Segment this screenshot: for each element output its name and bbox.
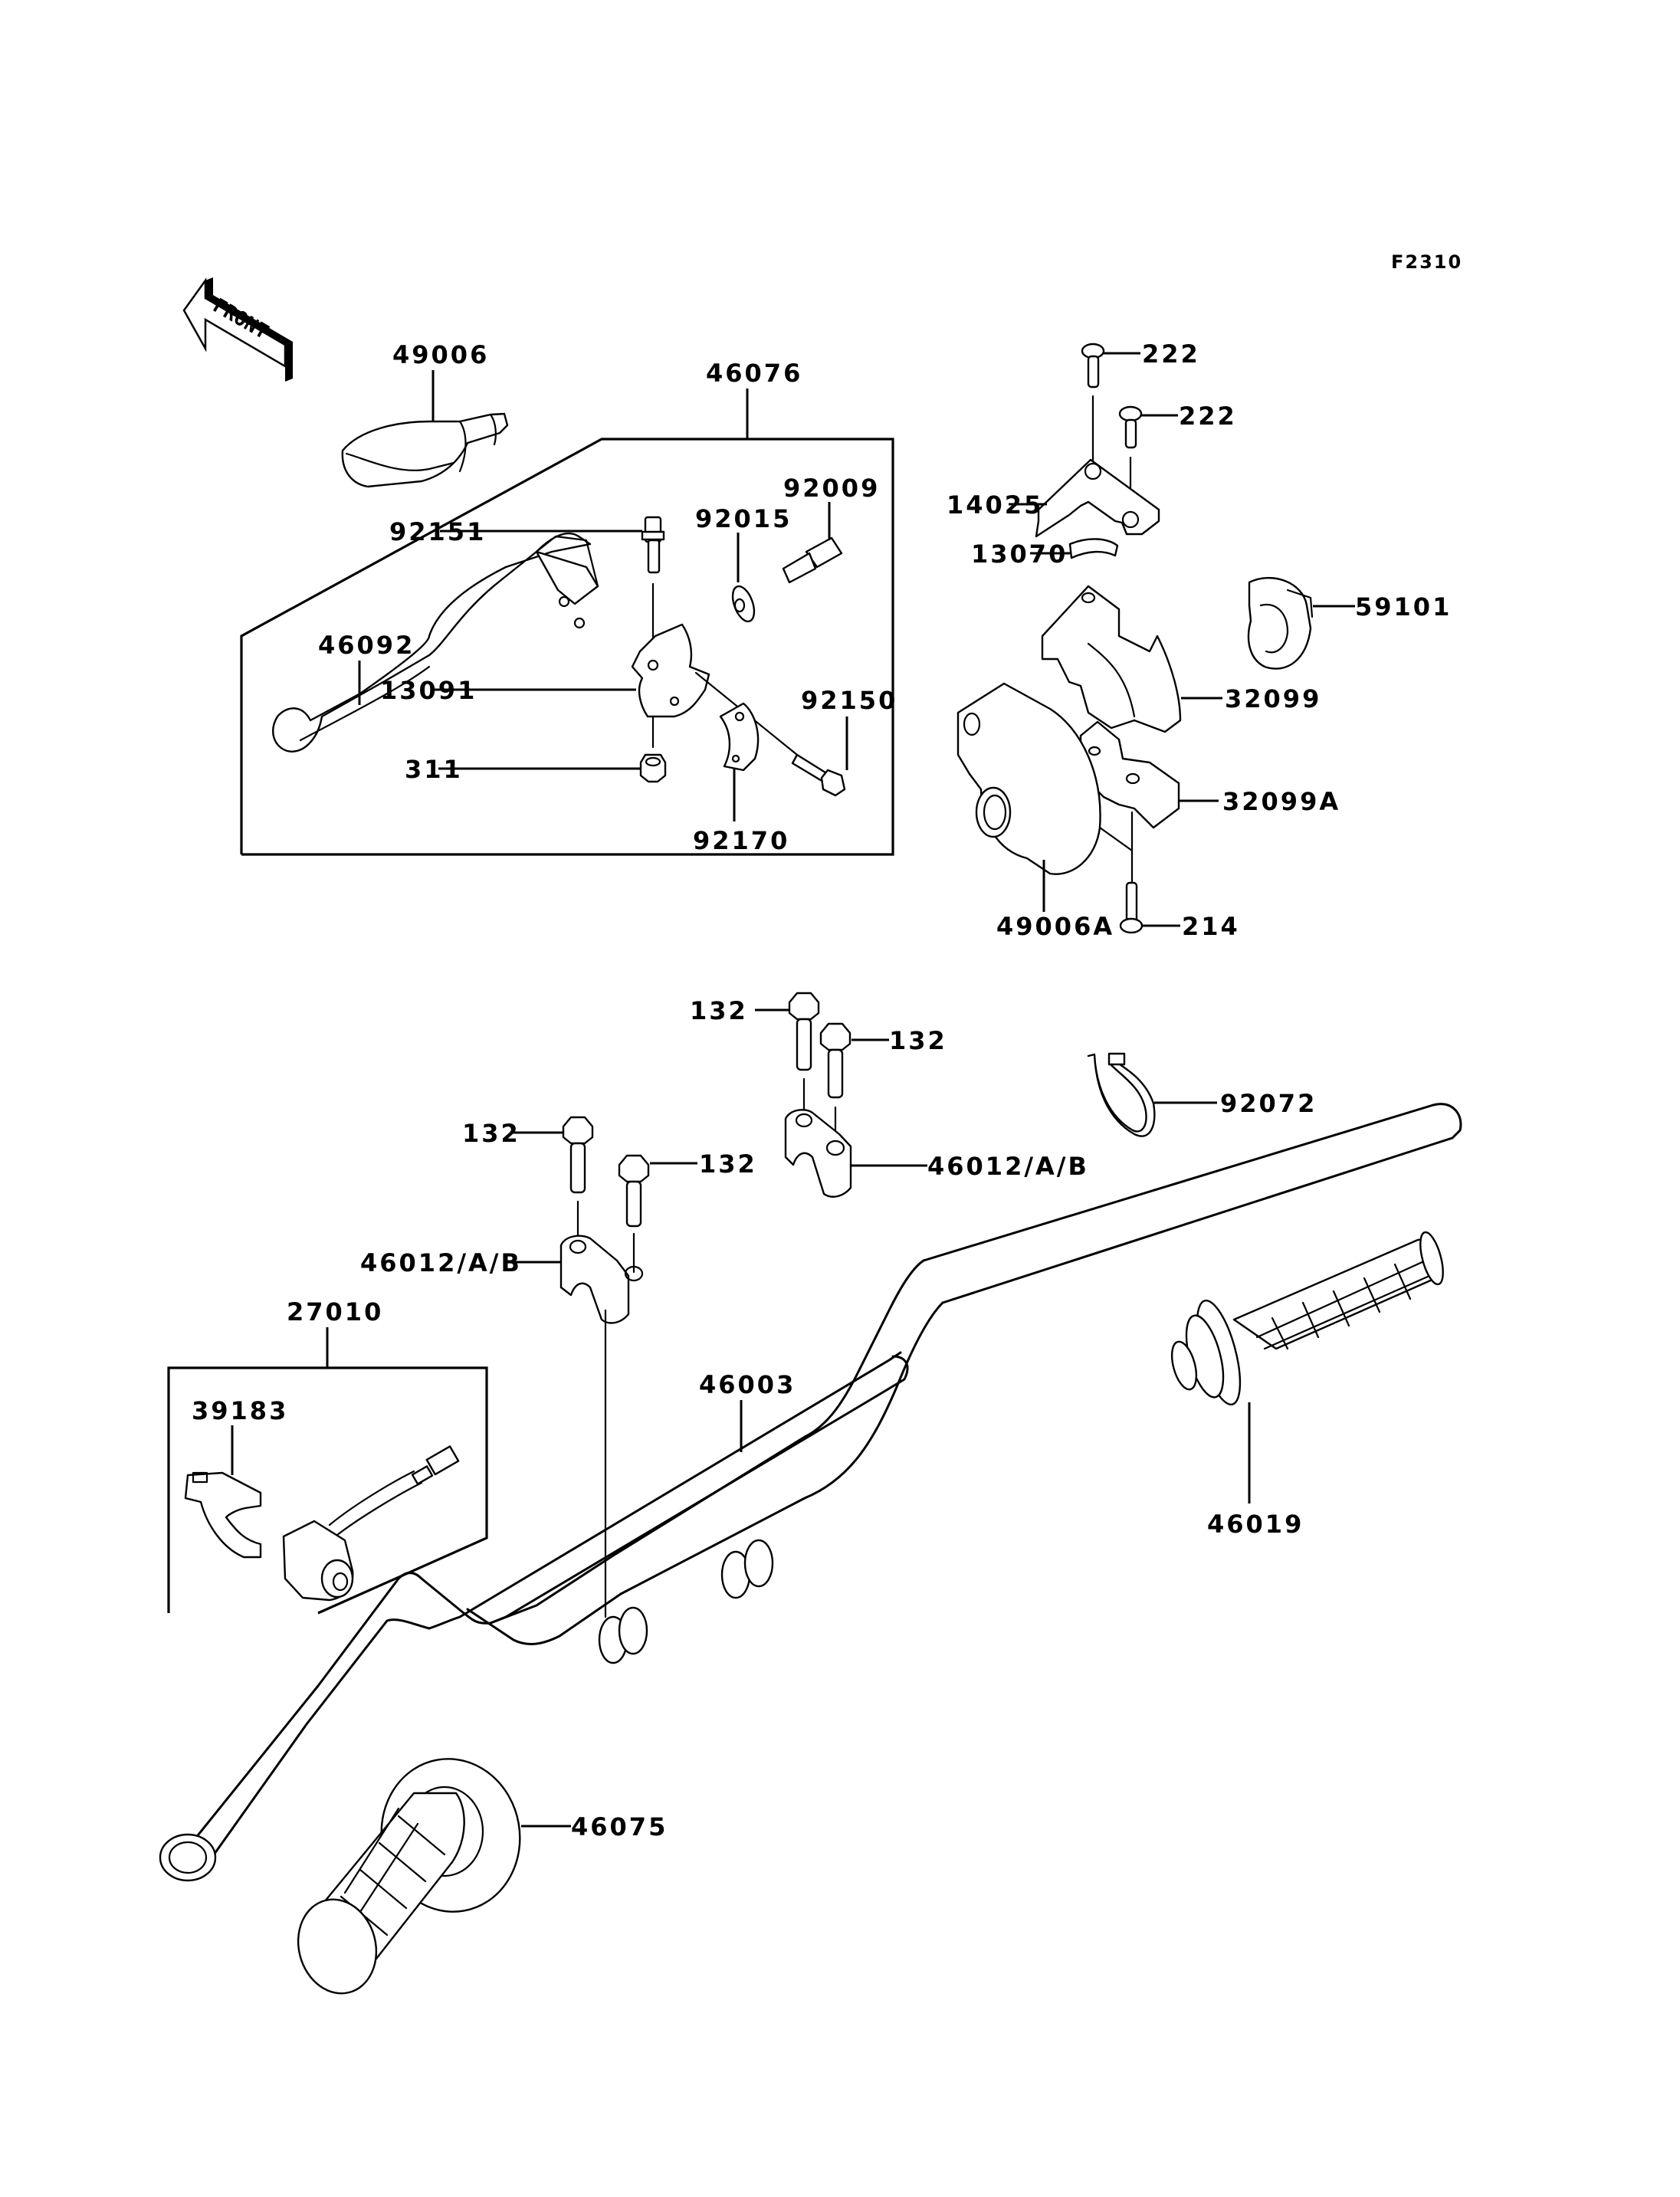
figure-reference: F2310 bbox=[1391, 251, 1462, 273]
handlebar-holder-right[interactable] bbox=[784, 1109, 852, 1198]
throttle-cover-rubber-49006A[interactable] bbox=[956, 682, 1101, 875]
callout-92150[interactable]: 92150 bbox=[801, 686, 897, 715]
callout-32099A[interactable]: 32099A bbox=[1222, 787, 1340, 816]
throttle-grip-46019[interactable] bbox=[1167, 1230, 1447, 1408]
callout-49006[interactable]: 49006 bbox=[392, 340, 489, 369]
callout-132-d[interactable]: 132 bbox=[699, 1149, 757, 1179]
cable-adjuster-92009[interactable] bbox=[556, 0, 843, 584]
callout-46003[interactable]: 46003 bbox=[699, 1370, 796, 1399]
band-92072[interactable] bbox=[1087, 1052, 1156, 1137]
front-arrow-icon: FRONT bbox=[182, 277, 293, 382]
screw-222-b[interactable] bbox=[1118, 405, 1143, 449]
callout-222-a[interactable]: 222 bbox=[1142, 339, 1200, 369]
callout-32099[interactable]: 32099 bbox=[1225, 684, 1321, 713]
callout-222-b[interactable]: 222 bbox=[1179, 402, 1237, 431]
bolt-132-a[interactable] bbox=[788, 992, 820, 1071]
screw-222-a[interactable] bbox=[1081, 343, 1105, 389]
callout-132-a[interactable]: 132 bbox=[690, 996, 748, 1025]
callout-59101[interactable]: 59101 bbox=[1355, 592, 1452, 621]
lever-assembly-group-box bbox=[240, 438, 894, 856]
left-grip-46075[interactable] bbox=[288, 1748, 532, 2002]
clamp-92170[interactable] bbox=[719, 702, 760, 772]
nut-311[interactable] bbox=[639, 753, 667, 783]
throttle-cover-14025[interactable] bbox=[1035, 458, 1160, 538]
bolt-92151[interactable] bbox=[641, 516, 665, 574]
callout-132-b[interactable]: 132 bbox=[889, 1026, 947, 1055]
callout-46075[interactable]: 46075 bbox=[571, 1812, 668, 1841]
throttle-case-upper-32099[interactable] bbox=[1041, 585, 1182, 733]
screw-214[interactable] bbox=[1119, 881, 1144, 934]
callout-92015[interactable]: 92015 bbox=[695, 504, 792, 533]
callout-13070[interactable]: 13070 bbox=[971, 539, 1068, 569]
callout-214[interactable]: 214 bbox=[1182, 912, 1240, 941]
callout-46092[interactable]: 46092 bbox=[318, 631, 415, 660]
callout-39183[interactable]: 39183 bbox=[192, 1396, 288, 1425]
callout-13091[interactable]: 13091 bbox=[380, 676, 477, 705]
throttle-collar-59101[interactable] bbox=[1247, 576, 1314, 670]
switch-assembly-group-box bbox=[167, 1366, 488, 1615]
switch-clamp-39183[interactable] bbox=[184, 1471, 262, 1559]
callout-27010[interactable]: 27010 bbox=[287, 1297, 383, 1326]
handlebar-46003[interactable] bbox=[159, 1103, 1462, 1882]
bolt-132-c[interactable] bbox=[562, 1116, 594, 1194]
lever-holder-13091[interactable] bbox=[631, 623, 710, 718]
pulley-guide-13070[interactable] bbox=[1068, 538, 1119, 559]
engine-stop-switch[interactable] bbox=[282, 1445, 460, 1602]
callout-49006A[interactable]: 49006A bbox=[996, 912, 1114, 941]
callout-46019[interactable]: 46019 bbox=[1207, 1510, 1304, 1539]
callout-92072[interactable]: 92072 bbox=[1220, 1089, 1317, 1118]
callout-132-c[interactable]: 132 bbox=[462, 1119, 520, 1148]
callout-14025[interactable]: 14025 bbox=[947, 490, 1043, 520]
callout-311[interactable]: 311 bbox=[405, 755, 463, 784]
callout-46076[interactable]: 46076 bbox=[706, 359, 802, 388]
callout-46012-left[interactable]: 46012/A/B bbox=[360, 1248, 522, 1277]
callout-92151[interactable]: 92151 bbox=[389, 517, 486, 546]
handlebar-holder-left[interactable] bbox=[559, 1235, 644, 1324]
bolt-132-d[interactable] bbox=[618, 1154, 650, 1228]
bolt-92150[interactable] bbox=[791, 753, 846, 797]
callout-46012-right[interactable]: 46012/A/B bbox=[927, 1152, 1089, 1181]
bolt-132-b[interactable] bbox=[819, 1022, 851, 1099]
locknut-92015[interactable] bbox=[729, 583, 759, 624]
callout-92009[interactable]: 92009 bbox=[783, 474, 880, 503]
clutch-lever-46092[interactable] bbox=[272, 532, 599, 753]
callout-92170[interactable]: 92170 bbox=[693, 826, 789, 855]
lever-cover-49006[interactable] bbox=[341, 412, 509, 488]
